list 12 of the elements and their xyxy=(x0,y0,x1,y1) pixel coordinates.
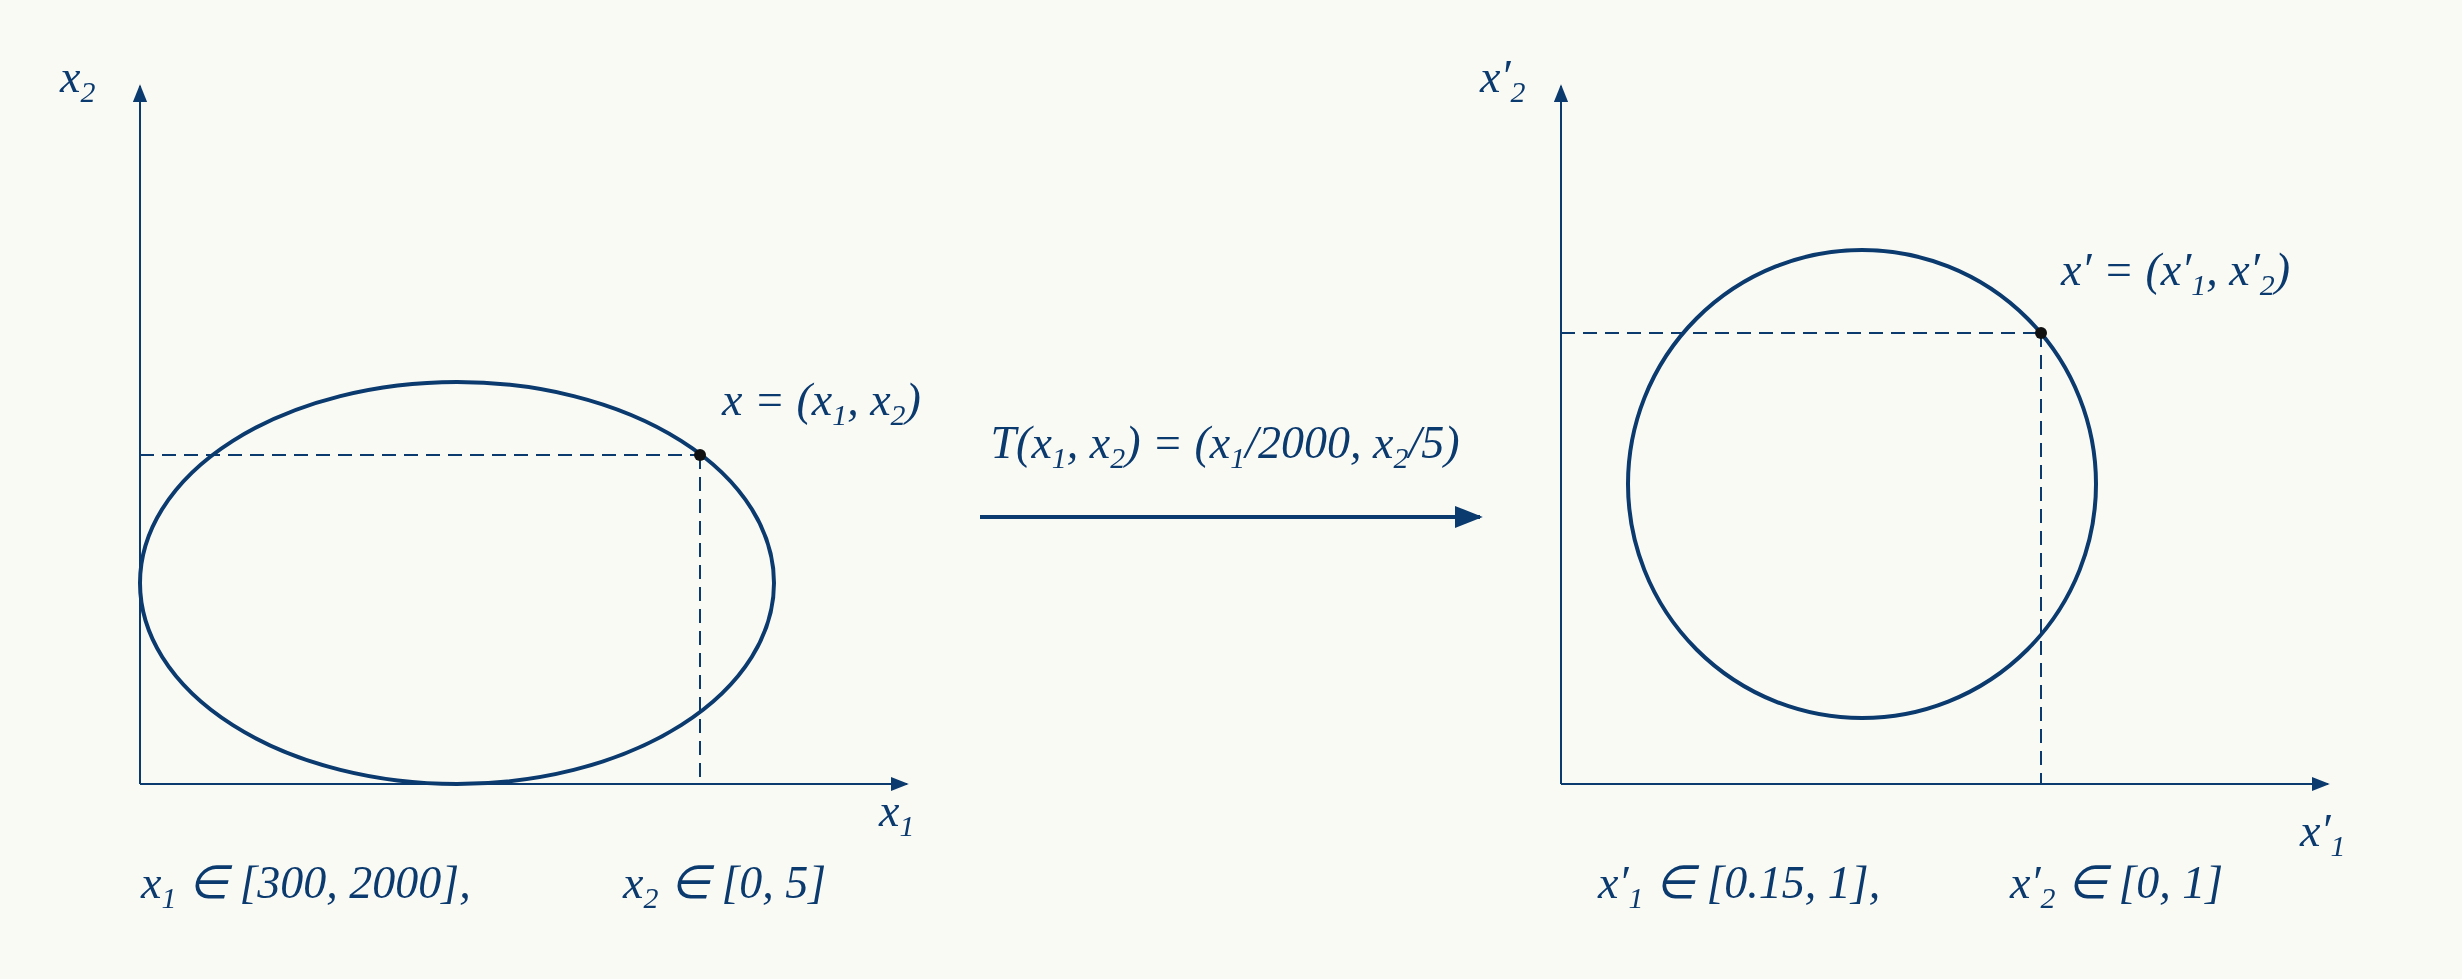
axis-label: x$_{1}$ xyxy=(879,786,915,844)
point-label: x′ = (x′$_{1}$, x′$_{2}$) xyxy=(2061,245,2291,303)
range-label: x′$_{1}$ ∈ [0.15, 1], xyxy=(1598,858,1881,916)
axis-label: x$_{2}$ xyxy=(60,52,96,110)
range-label: x$_{1}$ ∈ [300, 2000], xyxy=(141,858,471,916)
range-label: x$_{2}$ ∈ [0, 5] xyxy=(623,858,827,916)
point-label: x = (x$_{1}$, x$_{2}$) xyxy=(722,375,921,433)
range-label: x′$_{2}$ ∈ [0, 1] xyxy=(2010,858,2224,916)
edge-label: T(x$_{1}$, x$_{2}$) = (x$_{1}$/2000, x$_{2}$/5) xyxy=(990,418,1460,476)
axis-label: x′$_{2}$ xyxy=(1480,52,1526,110)
axis-label: x′$_{1}$ xyxy=(2300,806,2346,864)
arrow xyxy=(980,505,1483,529)
